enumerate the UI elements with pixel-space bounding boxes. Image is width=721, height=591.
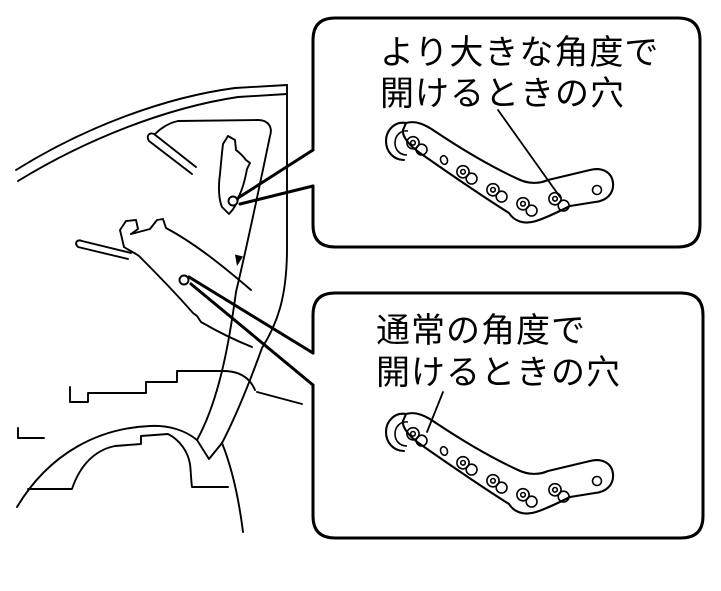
stay-bracket-illustration-lower bbox=[386, 413, 613, 513]
fender-stepped-line bbox=[69, 370, 256, 403]
leader-line-larger-angle bbox=[497, 109, 561, 198]
wheel-arch-outer-curve bbox=[16, 424, 198, 508]
callout-larger-angle-text-line1: より大きな角度で bbox=[380, 34, 659, 72]
callout-normal-angle: 通常の角度で 開けるときの穴 bbox=[187, 275, 705, 540]
wheel-arch-inner-shape bbox=[27, 433, 229, 490]
hood-opening-edge-line bbox=[177, 119, 272, 293]
callout-pointer-larger-angle bbox=[236, 148, 315, 206]
lower-hinge-bracket-top-line bbox=[130, 218, 252, 291]
callout-normal-angle-text-line2: 開けるときの穴 bbox=[376, 354, 621, 392]
lower-weatherstrip-line bbox=[75, 239, 132, 260]
callout-normal-angle-text-line1: 通常の角度で bbox=[376, 312, 586, 350]
left-step-line bbox=[17, 427, 45, 439]
normal-angle-hole-marker bbox=[178, 274, 190, 286]
leader-line-normal-angle bbox=[426, 391, 444, 433]
upper-weatherstrip-line bbox=[146, 132, 197, 175]
callout-larger-angle-text-line2: 開けるときの穴 bbox=[380, 75, 625, 113]
larger-angle-hole-marker bbox=[227, 195, 239, 207]
roof-edge-inner-line bbox=[17, 93, 288, 182]
callout-larger-angle: より大きな角度で 開けるときの穴 bbox=[236, 16, 702, 249]
stay-bracket-illustration-upper bbox=[386, 122, 613, 222]
hood-opening-left-hook-line bbox=[154, 120, 179, 135]
callout-larger-angle-border bbox=[311, 16, 702, 249]
body-rear-edge-line bbox=[221, 84, 288, 444]
callout-pointer-normal-angle bbox=[187, 275, 315, 387]
small-arrowhead-icon bbox=[235, 254, 243, 266]
vehicle-body-line-art bbox=[15, 84, 303, 533]
door-seam-line bbox=[256, 391, 303, 405]
lower-hinge-bracket-bottom-line bbox=[123, 246, 253, 348]
lower-hinge-bracket-left-hook-line bbox=[119, 219, 139, 248]
callout-normal-angle-border bbox=[311, 291, 705, 540]
roof-edge-outer-line bbox=[15, 84, 288, 171]
